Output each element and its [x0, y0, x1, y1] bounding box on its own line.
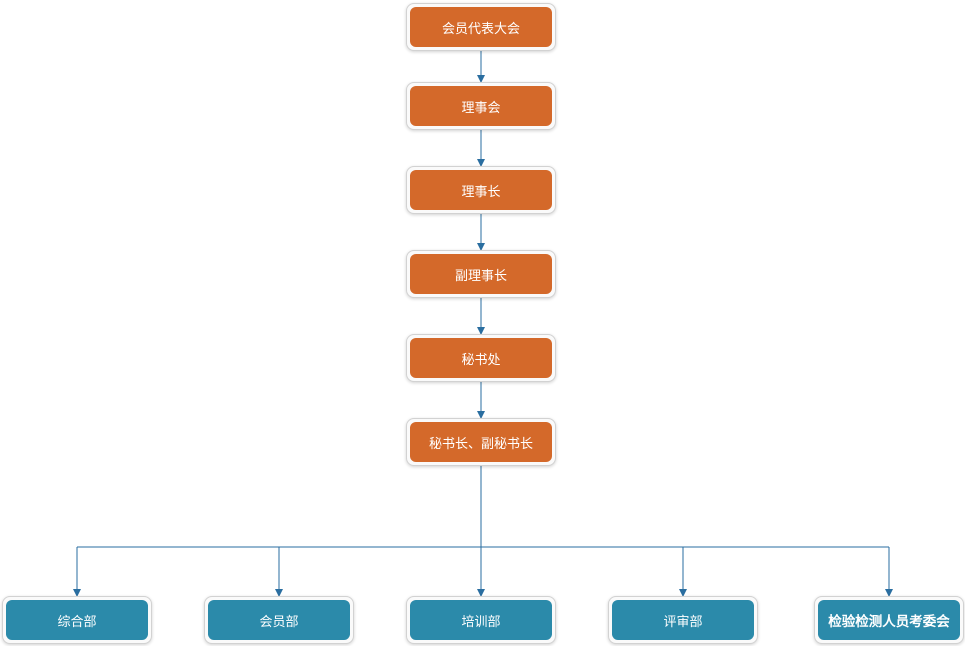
node-vice-chairman-label: 副理事长	[410, 254, 552, 294]
node-exam-committee-label: 检验检测人员考委会	[818, 600, 960, 640]
node-secretary-general-label: 秘书长、副秘书长	[410, 422, 552, 462]
node-review-dept[interactable]: 评审部	[608, 596, 758, 644]
node-member-dept-label: 会员部	[208, 600, 350, 640]
node-council[interactable]: 理事会	[406, 82, 556, 130]
node-secretary-general[interactable]: 秘书长、副秘书长	[406, 418, 556, 466]
node-chairman-label: 理事长	[410, 170, 552, 210]
node-secretariat[interactable]: 秘书处	[406, 334, 556, 382]
node-general-dept[interactable]: 综合部	[2, 596, 152, 644]
node-review-dept-label: 评审部	[612, 600, 754, 640]
node-council-label: 理事会	[410, 86, 552, 126]
node-chairman[interactable]: 理事长	[406, 166, 556, 214]
node-members-congress-label: 会员代表大会	[410, 7, 552, 47]
node-member-dept[interactable]: 会员部	[204, 596, 354, 644]
node-exam-committee[interactable]: 检验检测人员考委会	[814, 596, 964, 644]
node-members-congress[interactable]: 会员代表大会	[406, 3, 556, 51]
node-secretariat-label: 秘书处	[410, 338, 552, 378]
node-training-dept-label: 培训部	[410, 600, 552, 640]
node-general-dept-label: 综合部	[6, 600, 148, 640]
node-training-dept[interactable]: 培训部	[406, 596, 556, 644]
node-vice-chairman[interactable]: 副理事长	[406, 250, 556, 298]
